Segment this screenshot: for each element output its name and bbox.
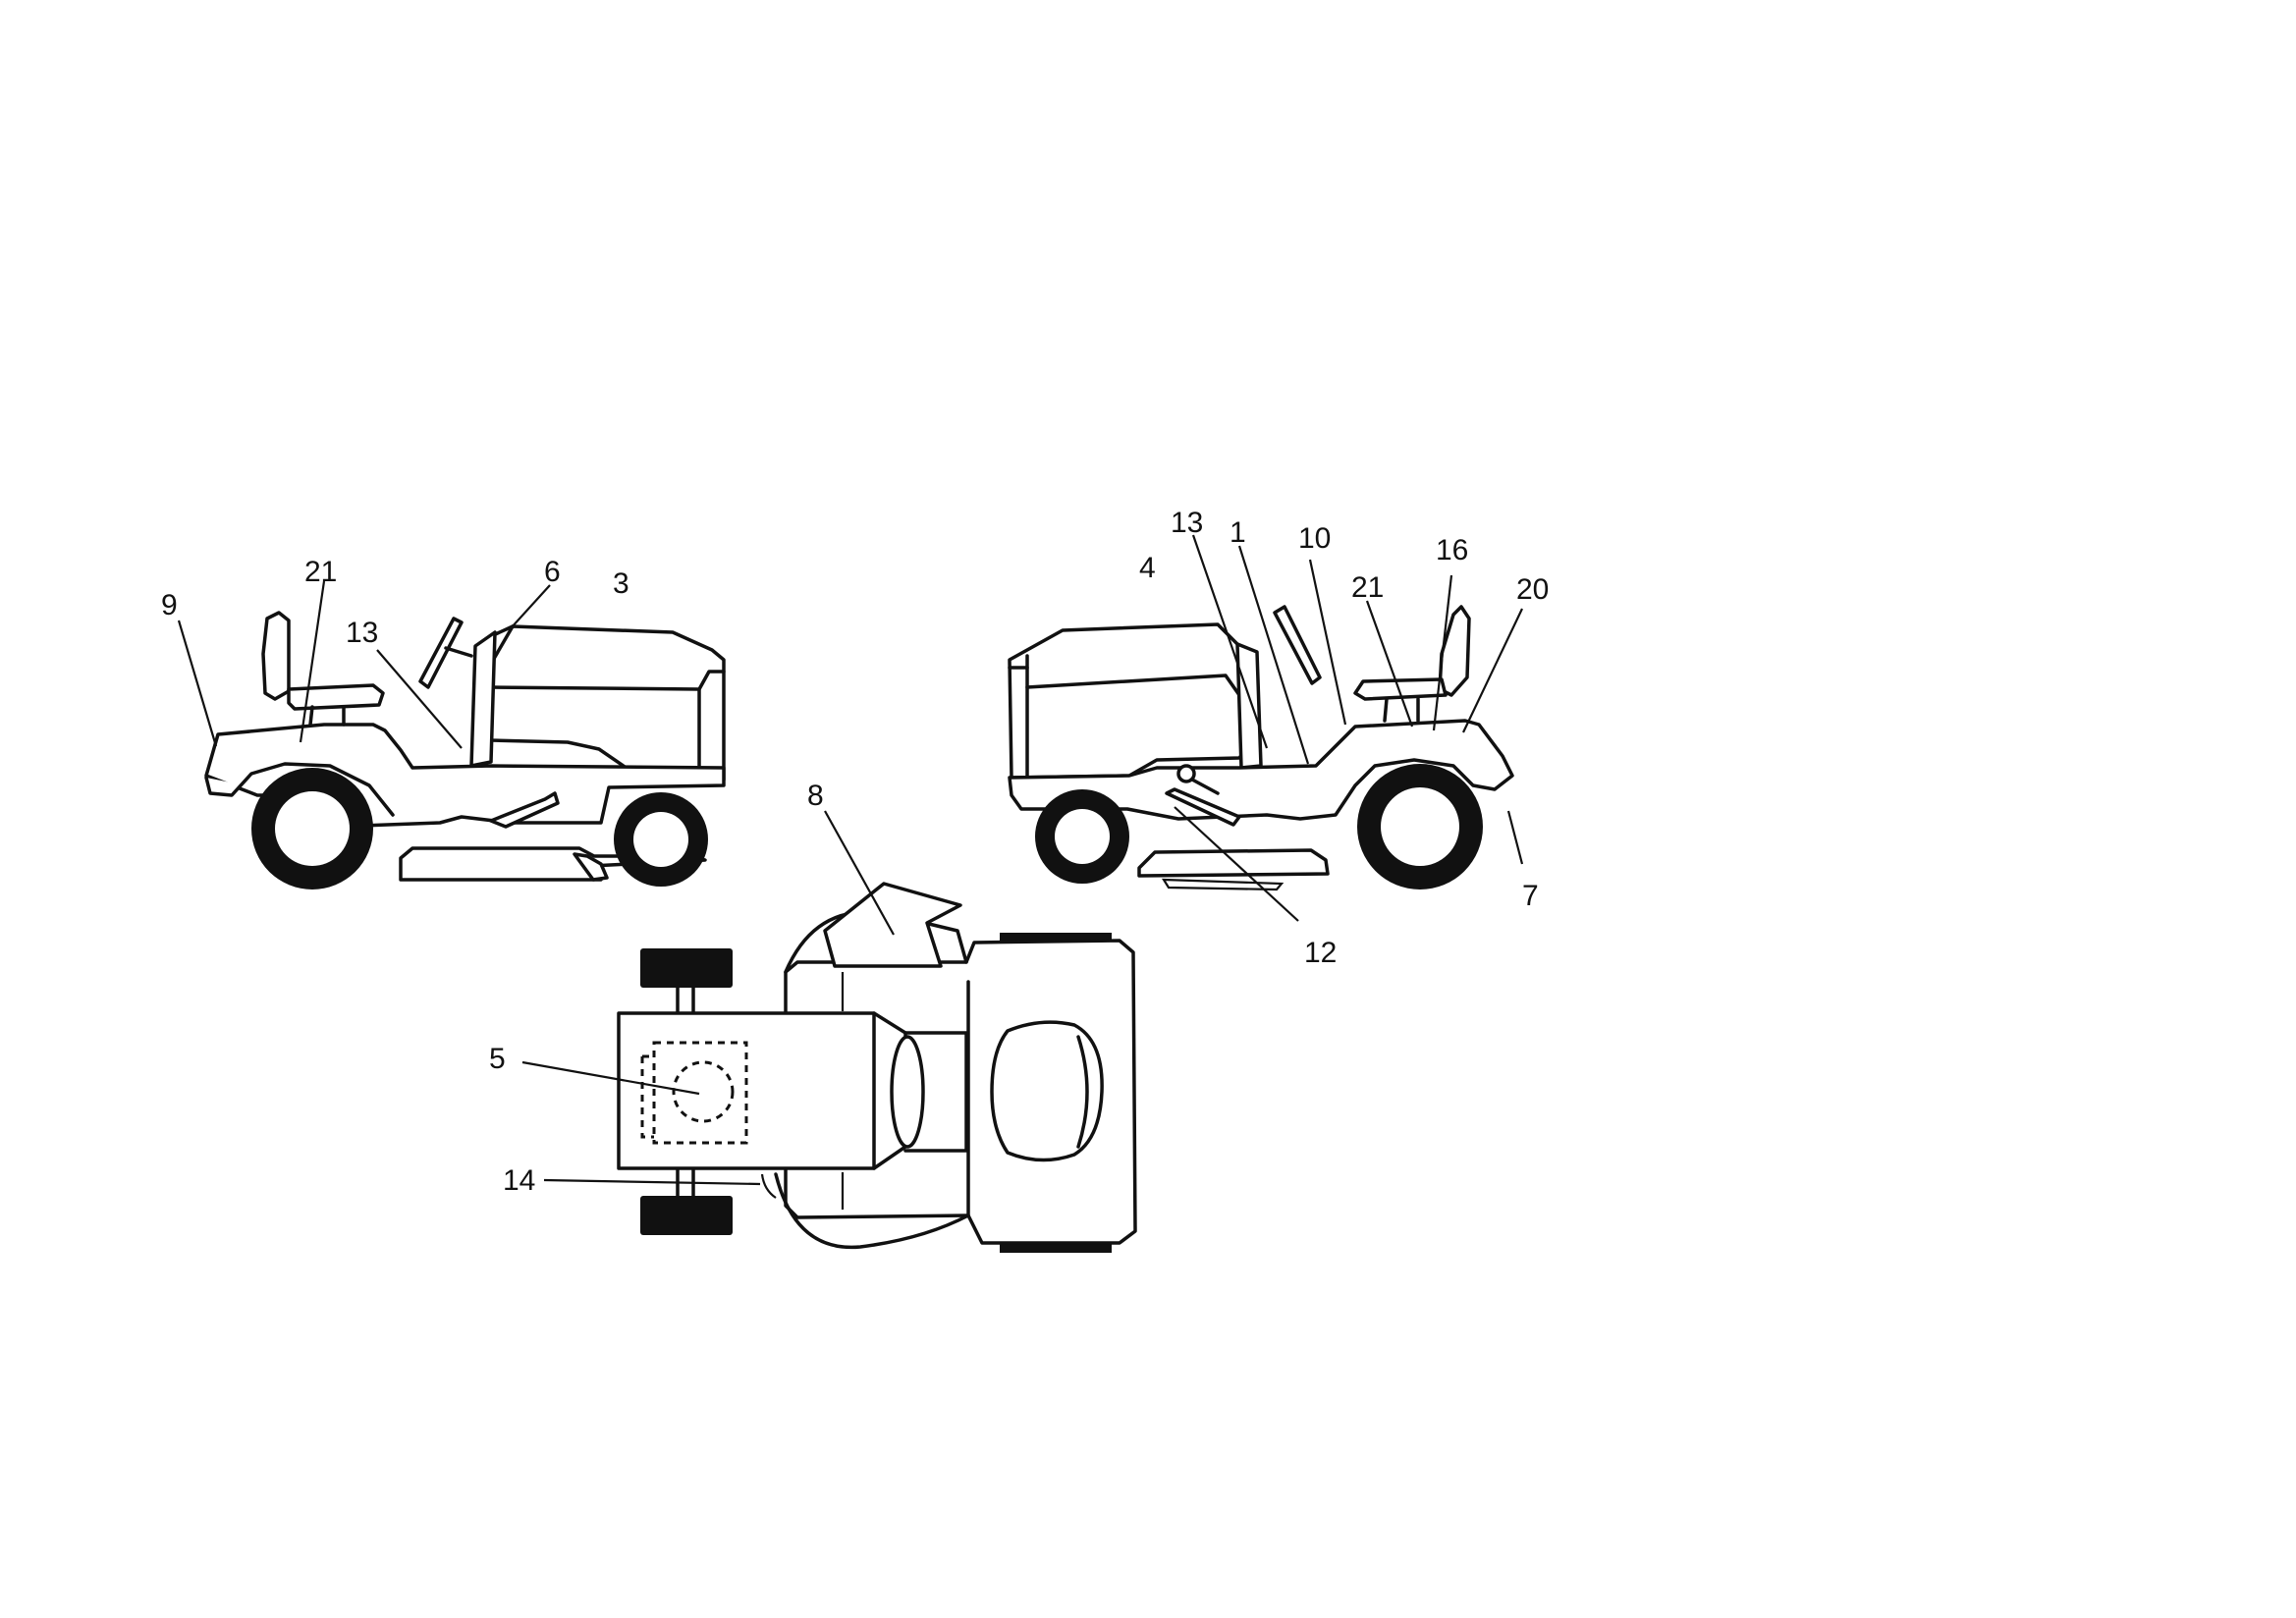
callout-13-left: 13 [346,617,378,649]
leader-lines [177,534,1524,1186]
hood-left [489,624,726,782]
front-wheel-top-upper [640,948,733,988]
callout-16-right: 16 [1436,534,1468,566]
pedal-right [1165,787,1241,827]
callout-5-top: 5 [489,1043,506,1075]
dash-right [1235,642,1263,770]
callout-1-right: 1 [1230,516,1246,549]
steering-wheel-right [1273,605,1322,685]
tractor-left-side-view [204,611,726,890]
callout-21-right: 21 [1351,571,1384,604]
seat-top [990,1020,1104,1162]
callout-20-right: 20 [1516,573,1549,606]
discharge-chute-left [573,852,609,882]
callout-9-left: 9 [161,589,178,621]
seat-back-left [261,611,291,701]
callout-labels: 9 21 13 6 3 13 1 4 10 21 16 20 7 12 8 5 … [161,507,1549,1197]
callout-14-top: 14 [503,1164,535,1197]
mower-deck-right [1137,848,1330,878]
discharge-chute-top [823,882,962,968]
tractor-top-view [617,882,1137,1253]
dash-left [469,630,497,768]
seat-back-right [1438,605,1471,697]
callout-10-right: 10 [1298,522,1331,555]
seat-right [1353,677,1448,701]
engine-circle-top [672,1060,735,1123]
callout-21-left: 21 [304,556,337,588]
callout-13-right: 13 [1171,507,1203,539]
front-wheel-top-lower [640,1196,733,1235]
lever-knob-right [1176,764,1196,783]
chassis-right [1008,719,1514,821]
hood-right [1008,622,1247,780]
pedal-left [489,791,560,829]
callout-3-left: 3 [613,567,629,600]
callout-12-right: 12 [1304,937,1337,969]
seat-left [287,683,385,711]
callout-4-right: 4 [1139,552,1156,584]
callout-8-top: 8 [807,780,824,812]
callout-6-left: 6 [544,556,561,588]
steering-wheel-left [418,617,464,689]
steering-oval-top [890,1035,925,1149]
hood-top [617,1011,907,1170]
engine-box-top [652,1041,748,1145]
callout-7-right: 7 [1522,880,1539,912]
tractor-right-side-view [1008,605,1514,891]
